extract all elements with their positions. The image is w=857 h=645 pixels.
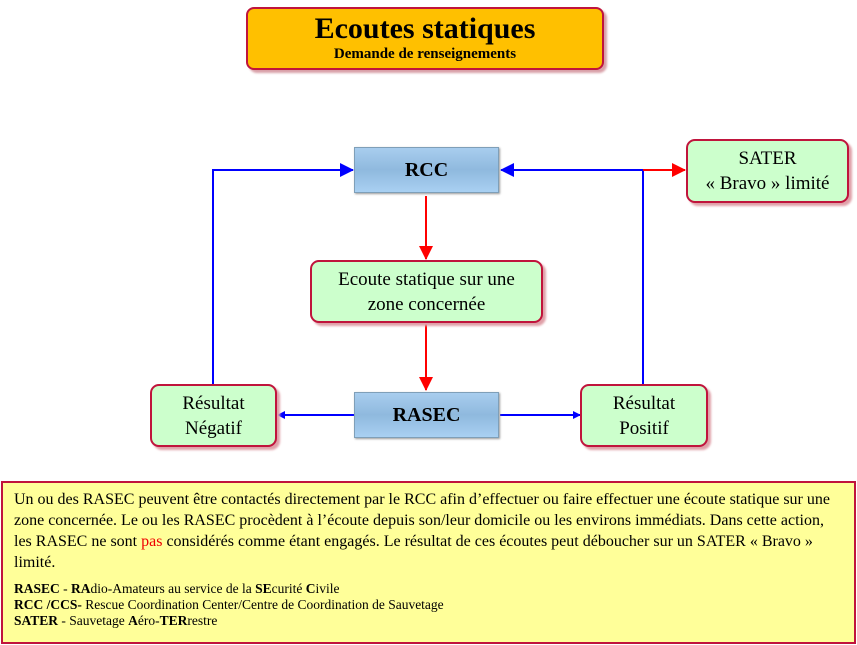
node-negatif: Résultat Négatif — [150, 384, 277, 447]
node-positif: Résultat Positif — [580, 384, 708, 447]
note-text: Un ou des RASEC peuvent être contactés d… — [14, 491, 830, 550]
node-positif-line1: Résultat — [612, 392, 676, 414]
definition-text: curité — [271, 581, 306, 596]
node-rcc-label: RCC — [404, 158, 449, 181]
node-ecoute: Ecoute statique sur une zone concernée — [310, 260, 543, 323]
node-positif-line2: Positif — [619, 417, 669, 439]
definition-text: Rescue Coordination Center/Centre de Coo… — [85, 597, 444, 612]
node-sater: SATER « Bravo » limité — [686, 139, 849, 203]
node-rasec: RASEC — [354, 392, 499, 438]
definition-row: RASEC - RAdio-Amateurs au service de la … — [14, 581, 340, 596]
definition-term: RCC /CCS- — [14, 597, 82, 612]
node-negatif-line2: Négatif — [185, 417, 242, 439]
node-ecoute-line2: zone concernée — [367, 293, 486, 315]
definitions: RASEC - RAdio-Amateurs au service de la … — [14, 581, 843, 629]
node-sater-line1: SATER — [738, 148, 797, 169]
node-negatif-line1: Résultat — [182, 392, 245, 414]
note-highlight: pas — [141, 533, 163, 550]
definition-text: RA — [71, 581, 91, 596]
definition-text: A — [128, 613, 138, 628]
definition-text: éro- — [137, 613, 160, 628]
definition-text: dio-Amateurs au service de la — [90, 581, 256, 596]
definition-term: SATER — [14, 613, 59, 628]
definition-text: C — [305, 581, 316, 596]
definition-row: RCC /CCS- Rescue Coordination Center/Cen… — [14, 597, 843, 613]
definition-text: ivile — [315, 581, 340, 596]
node-rasec-label: RASEC — [392, 403, 461, 426]
note-paragraph: Un ou des RASEC peuvent être contactés d… — [14, 489, 843, 573]
arrow-negatif-to-rcc — [212, 163, 354, 384]
node-sater-line2: « Bravo » limité — [705, 173, 830, 194]
definition-term: RASEC — [14, 581, 60, 596]
node-rcc: RCC — [354, 147, 499, 193]
definition-row: SATER - Sauvetage Aéro-TERrestre — [14, 613, 218, 628]
definition-text: Sauvetage — [69, 613, 129, 628]
definition-text: restre — [187, 613, 218, 628]
note-box: Un ou des RASEC peuvent être contactés d… — [1, 481, 856, 644]
node-ecoute-line1: Ecoute statique sur une — [338, 268, 515, 290]
definition-text: SE — [255, 581, 272, 596]
definition-text: TER — [159, 613, 188, 628]
title-box: Ecoutes statiques Demande de renseigneme… — [246, 7, 604, 70]
title-sub: Demande de renseignements — [333, 46, 517, 62]
title-main: Ecoutes statiques — [314, 12, 536, 45]
note-text-end: considérés comme étant engagés. Le résul… — [14, 533, 813, 571]
